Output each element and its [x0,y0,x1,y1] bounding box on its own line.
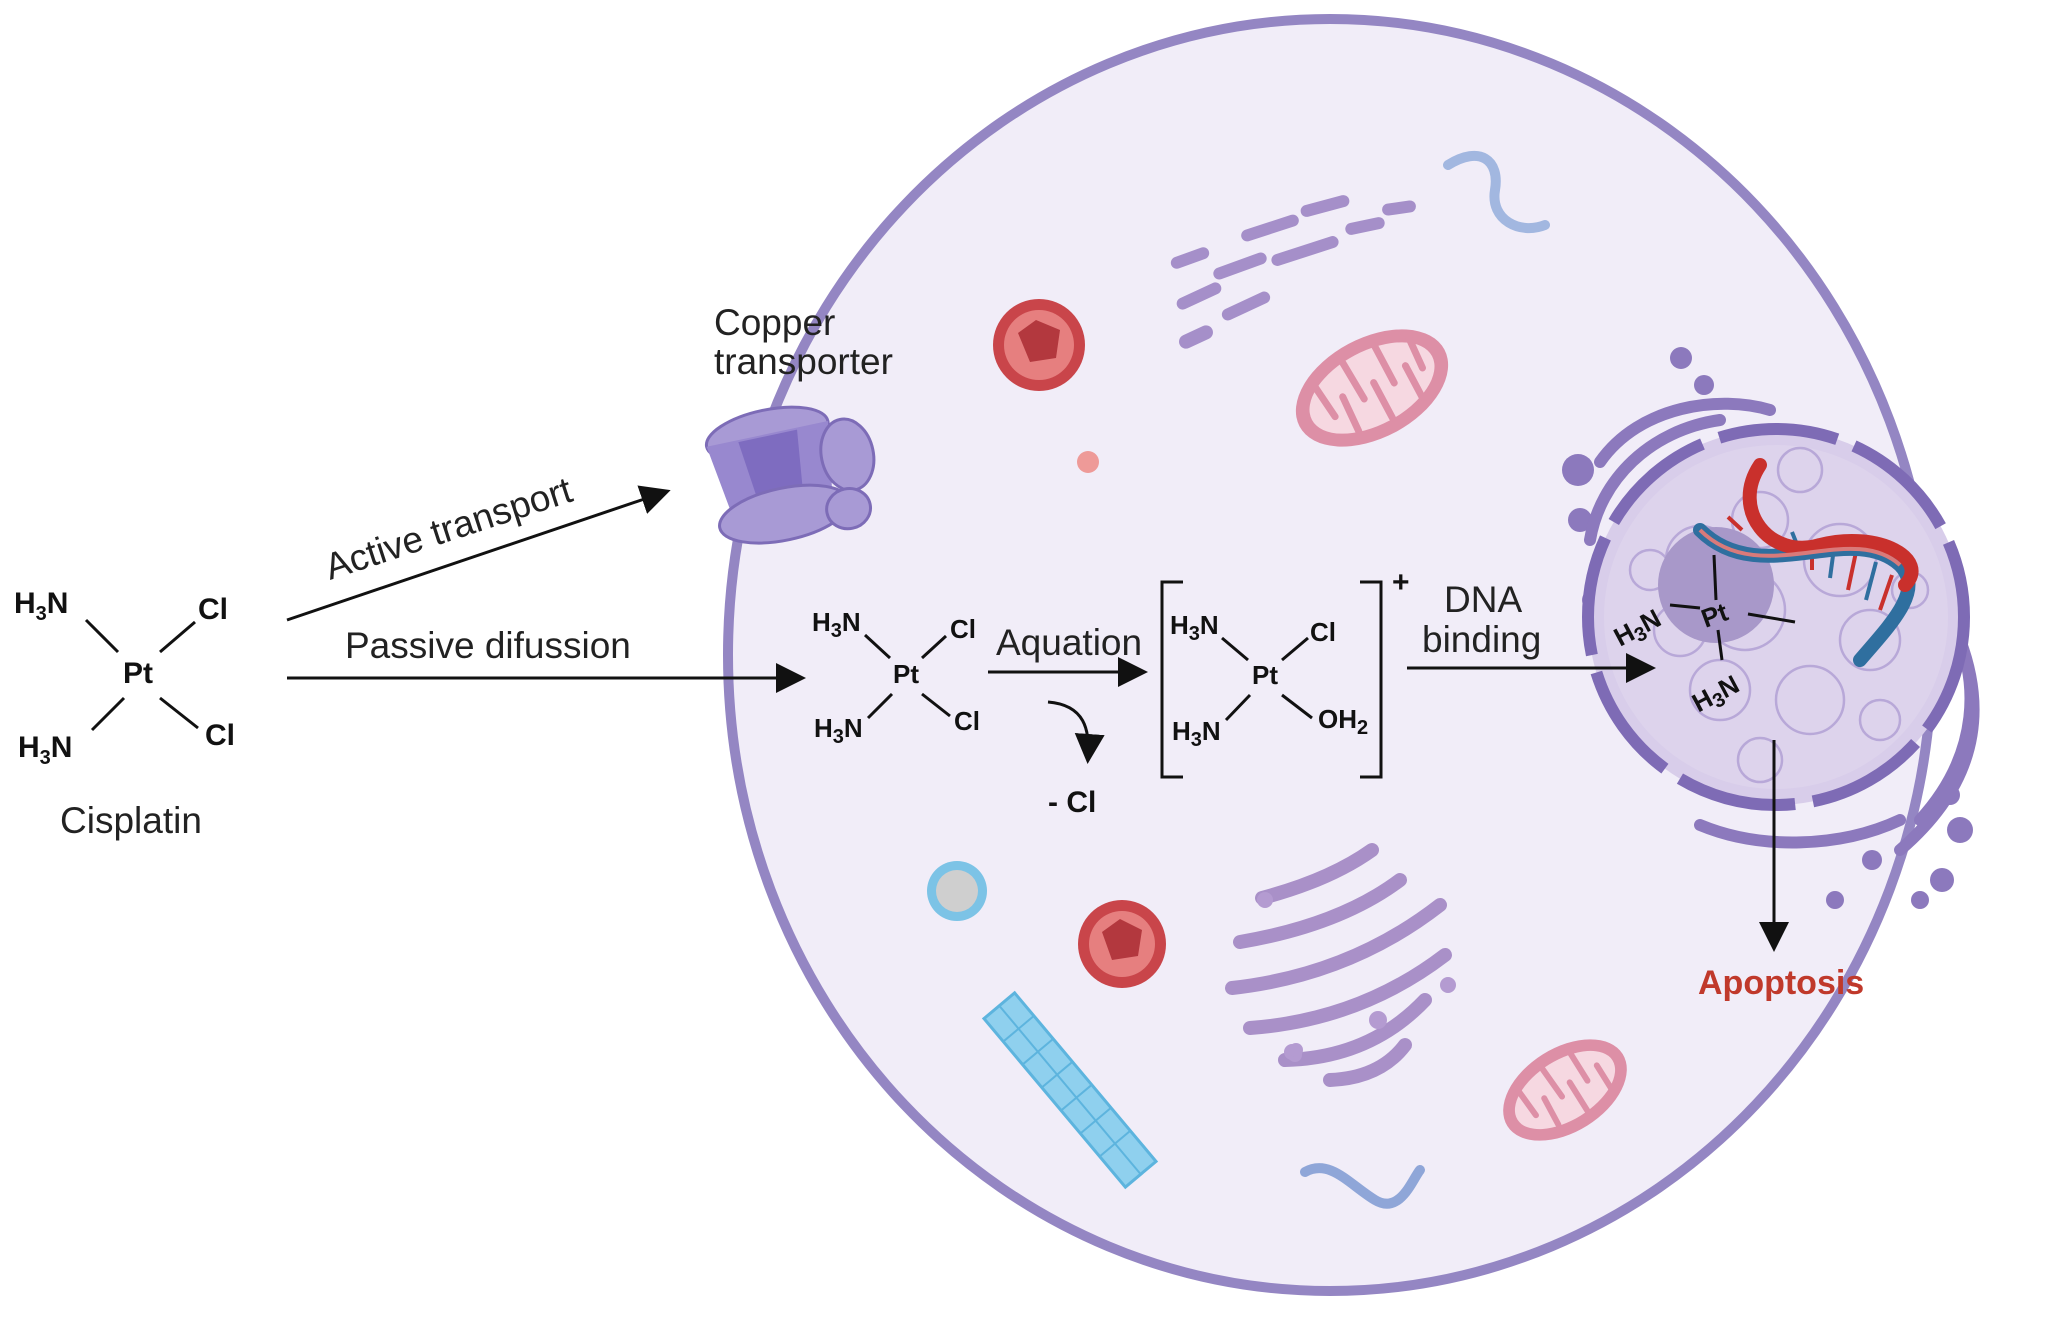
bond [1224,693,1252,722]
bond [90,696,126,732]
vesicle-icon [1077,451,1099,473]
aqua-ligand: OH2 [1318,704,1368,739]
copper-transporter-icon [704,405,876,545]
aquated-complex: + H3N H3N Pt Cl OH2 [1160,566,1410,779]
filament-icon [1443,150,1550,234]
bond [1747,612,1796,624]
cisplatin-name: Cisplatin [60,800,202,841]
bond [863,633,892,660]
copper-transporter-label-line1: Copper [714,302,835,343]
chloride-bottom: Cl [954,706,980,736]
microtubule-icon [981,990,1159,1190]
passive-diffusion-label: Passive difussion [345,625,631,666]
pt-center: Pt [1252,660,1278,690]
chloride-ligand: Cl [1310,617,1336,647]
active-transport-arrow [286,485,671,622]
chloride-release-label: - Cl [1048,786,1096,819]
dna-binding-label-line2: binding [1422,619,1541,660]
golgi-vesicles [1257,892,1456,1062]
bond [920,634,948,660]
bond [159,696,199,730]
apoptosis-label: Apoptosis [1698,964,1864,1002]
liposome-icon [927,861,987,921]
dna-binding-label-line1: DNA [1444,579,1522,620]
intracellular-cisplatin: H3N H3N Pt Cl Cl [812,607,980,748]
copper-transporter-label-line2: transporter [714,341,893,382]
amine-ligand-bottom: H3N [18,731,72,769]
amine-ligand-top: H3N [14,587,68,625]
bond [866,692,894,720]
charge-plus: + [1392,566,1410,599]
lysosome-icon [993,299,1085,391]
bond [1712,554,1718,601]
bond [1669,603,1701,610]
cisplatin-structure: H3N H3N Pt Cl Cl Cisplatin [14,587,235,841]
bracket-left [1160,580,1183,779]
golgi-apparatus-icon [1225,843,1452,1087]
bond [159,620,196,654]
amine-ligand-bottom: H3N [814,713,863,748]
bond [921,692,951,718]
mitochondrion-icon [1295,329,1449,447]
pt-center: Pt [893,659,919,689]
bracket-right [1360,580,1383,779]
dna-helix-icon [1693,458,1919,667]
chloride-top: Cl [198,593,228,626]
active-transport-label: Active transport [320,469,578,588]
mitochondrion-icon [1503,1039,1627,1141]
bond [1281,693,1313,720]
pt-center: Pt [123,657,153,690]
endoplasmic-reticulum-icon [1170,195,1416,349]
bond [1716,629,1724,661]
er-membrane [1584,397,1980,856]
bond [84,618,120,654]
chloride-release-arrow [1047,700,1105,764]
organelles [927,150,1627,1209]
lysosome-icon [1078,900,1166,988]
chloride-top: Cl [950,614,976,644]
nucleus: Pt H3N H3N [1562,347,1980,909]
amine-ligand-top: H3N [1170,610,1219,645]
bond [1281,636,1309,662]
amine-ligand-bottom: H3N [1172,716,1221,751]
aquation-label: Aquation [996,622,1142,663]
amine-ligand-top: H3N [812,607,861,642]
chloride-bottom: Cl [205,719,235,752]
filament-icon [1300,1163,1425,1209]
bond [1221,636,1249,662]
